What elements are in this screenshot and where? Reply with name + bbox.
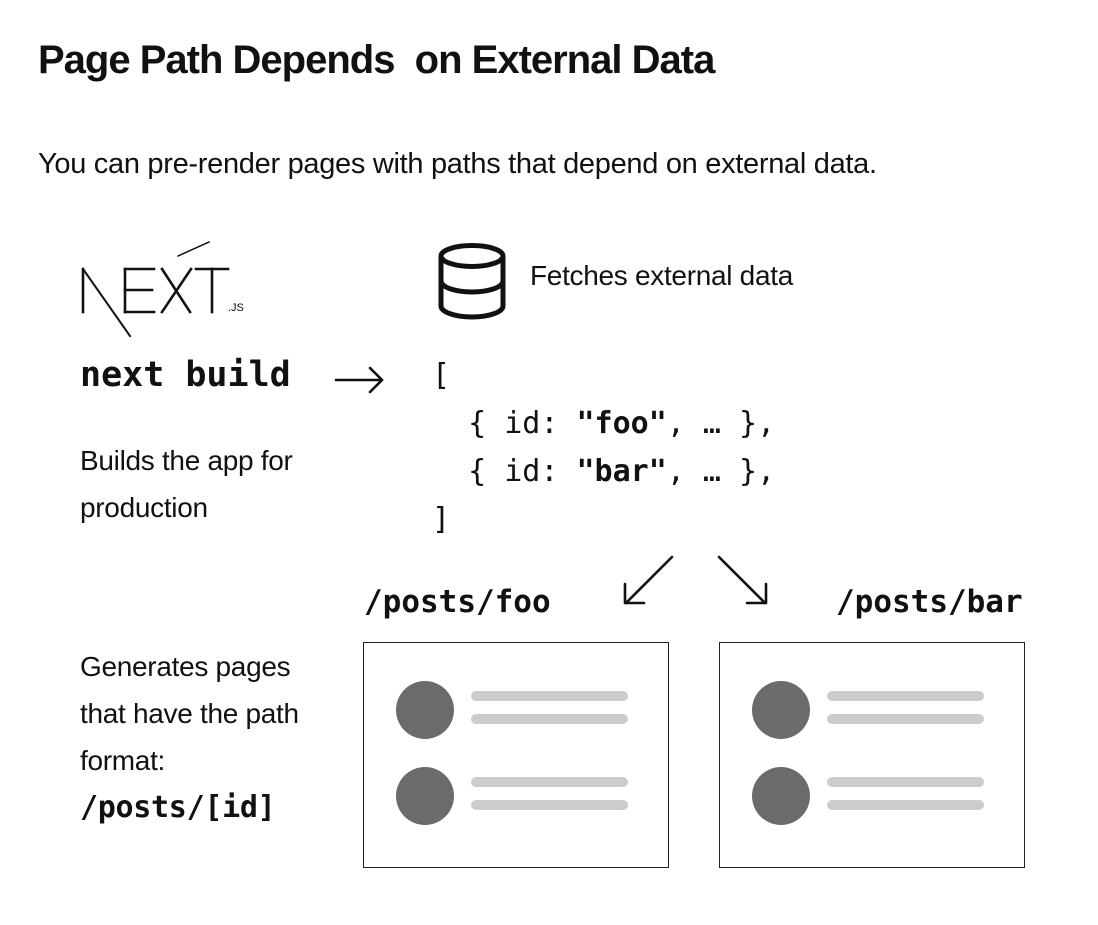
- build-description: Builds the app for production: [80, 437, 293, 531]
- text-line-placeholder: [471, 714, 628, 724]
- placeholder-row: [752, 767, 992, 825]
- array-row-prefix: { id:: [432, 406, 577, 441]
- nextjs-logo: .JS: [78, 236, 268, 346]
- array-row-suffix: , … },: [666, 406, 776, 441]
- array-row-foo: { id: "foo", … },: [432, 406, 775, 441]
- data-array-code: [ { id: "foo", … }, { id: "bar", … }, ]: [432, 352, 775, 544]
- build-description-line: production: [80, 492, 208, 523]
- path-format: /posts/[id]: [80, 790, 276, 825]
- generate-description-line: Generates pages: [80, 651, 291, 682]
- avatar-placeholder: [396, 681, 454, 739]
- placeholder-row: [396, 767, 636, 825]
- page-path-bar: /posts/bar: [836, 584, 1023, 620]
- generate-description-line: that have the path: [80, 698, 299, 729]
- array-row-prefix: { id:: [432, 454, 577, 489]
- page-preview-bar: [719, 642, 1025, 868]
- text-line-placeholder: [827, 777, 984, 787]
- page-title: Page Path Depends on External Data: [38, 38, 715, 82]
- generate-description: Generates pages that have the path forma…: [80, 643, 299, 831]
- arrow-down-right-icon: [716, 555, 772, 607]
- text-line-placeholder: [471, 777, 628, 787]
- array-close-bracket: ]: [432, 502, 451, 537]
- page-preview-foo: [363, 642, 669, 868]
- build-command: next build: [80, 355, 291, 395]
- page-path-foo: /posts/foo: [364, 584, 551, 620]
- avatar-placeholder: [752, 681, 810, 739]
- arrow-down-left-icon: [620, 555, 676, 607]
- array-row-id: "foo": [576, 406, 667, 441]
- placeholder-row: [752, 681, 992, 739]
- generate-description-line: format:: [80, 745, 166, 776]
- text-line-placeholder: [827, 691, 984, 701]
- arrow-right-icon: [334, 364, 386, 396]
- placeholder-row: [396, 681, 636, 739]
- array-open-bracket: [: [432, 358, 451, 393]
- array-row-suffix: , … },: [666, 454, 776, 489]
- avatar-placeholder: [752, 767, 810, 825]
- avatar-placeholder: [396, 767, 454, 825]
- array-row-id: "bar": [576, 454, 667, 489]
- database-icon: [436, 242, 508, 320]
- text-line-placeholder: [471, 691, 628, 701]
- text-line-placeholder: [827, 800, 984, 810]
- fetch-label: Fetches external data: [530, 260, 793, 291]
- nextjs-logo-graphic: .JS: [81, 241, 244, 338]
- text-line-placeholder: [827, 714, 984, 724]
- page-subtitle: You can pre-render pages with paths that…: [38, 148, 877, 180]
- build-description-line: Builds the app for: [80, 445, 293, 476]
- nextjs-logo-suffix: .JS: [228, 302, 244, 314]
- text-line-placeholder: [471, 800, 628, 810]
- array-row-bar: { id: "bar", … },: [432, 454, 775, 489]
